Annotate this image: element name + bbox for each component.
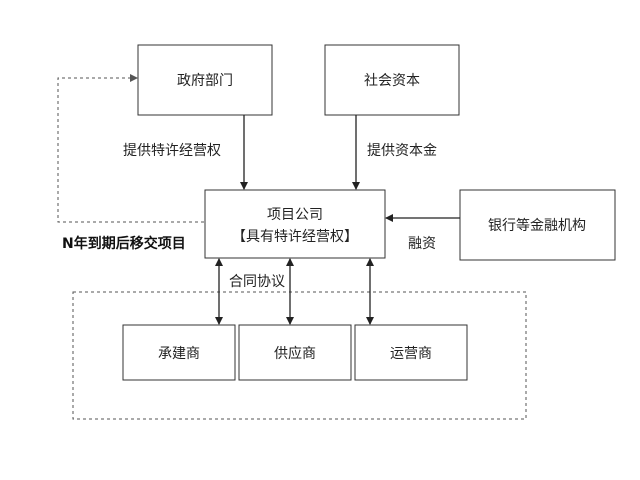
supplier-label: 供应商 — [274, 345, 316, 362]
contract-parties-group — [72, 291, 527, 420]
project-company-label: 项目公司 — [267, 207, 323, 223]
gov-to-company-label: 提供特许经营权 — [123, 143, 221, 159]
contractor-node: 承建商 — [122, 324, 236, 381]
transfer-back-path — [57, 74, 204, 223]
contract-agreement-label: 合同协议 — [229, 274, 285, 290]
operator-node: 运营商 — [354, 324, 468, 381]
social-capital-node: 社会资本 — [324, 44, 460, 116]
government-label: 政府部门 — [177, 73, 233, 89]
banks-node: 银行等金融机构 — [459, 189, 616, 261]
project-company-node: 项目公司 【具有特许经营权】 — [204, 189, 386, 259]
supplier-node: 供应商 — [238, 324, 352, 381]
bank-to-company-label: 融资 — [408, 236, 436, 252]
operator-label: 运营商 — [390, 346, 432, 362]
capital-to-company-label: 提供资本金 — [367, 143, 437, 159]
government-node: 政府部门 — [137, 44, 273, 116]
social-capital-label: 社会资本 — [364, 73, 420, 89]
transfer-back-label: N年到期后移交项目 — [62, 235, 186, 252]
project-company-subtitle: 【具有特许经营权】 — [232, 229, 358, 245]
contractor-label: 承建商 — [158, 346, 200, 362]
banks-label: 银行等金融机构 — [488, 217, 586, 234]
